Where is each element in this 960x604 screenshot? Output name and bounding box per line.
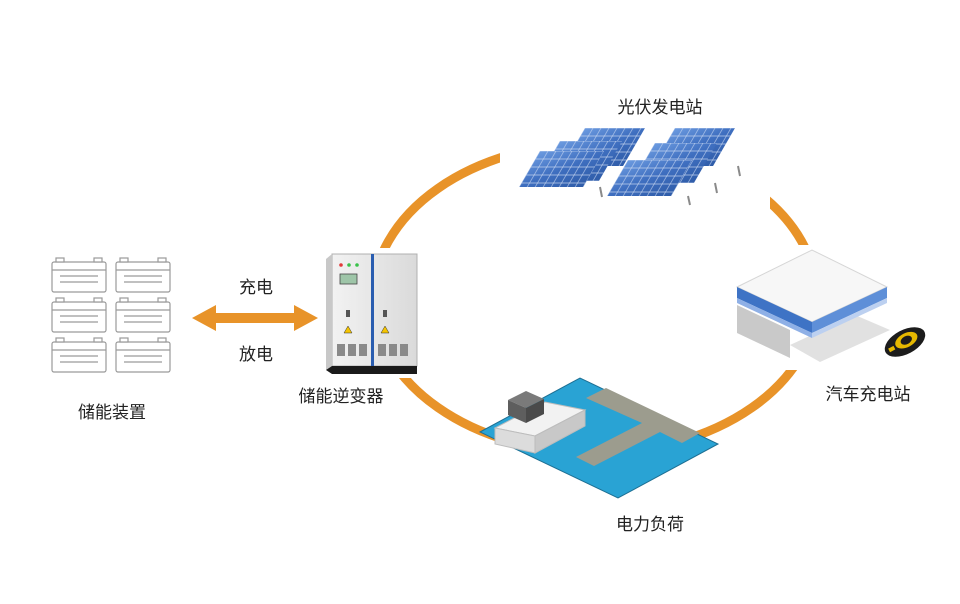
label-ev-station: 汽车充电站 <box>825 385 911 405</box>
label-power-load: 电力负荷 <box>616 515 684 535</box>
storage-inverter-icon <box>324 248 424 378</box>
label-solar-station: 光伏发电站 <box>617 98 703 118</box>
bidirectional-arrow-icon <box>192 305 318 331</box>
label-discharge: 放电 <box>239 345 273 365</box>
label-inverter: 储能逆变器 <box>298 387 384 407</box>
solar-panels-icon <box>500 120 770 210</box>
label-storage-device: 储能装置 <box>78 403 146 423</box>
label-charge: 充电 <box>239 278 273 298</box>
ev-charging-station-icon <box>725 245 926 370</box>
power-load-icon <box>478 377 720 499</box>
battery-storage-icon <box>51 257 171 373</box>
